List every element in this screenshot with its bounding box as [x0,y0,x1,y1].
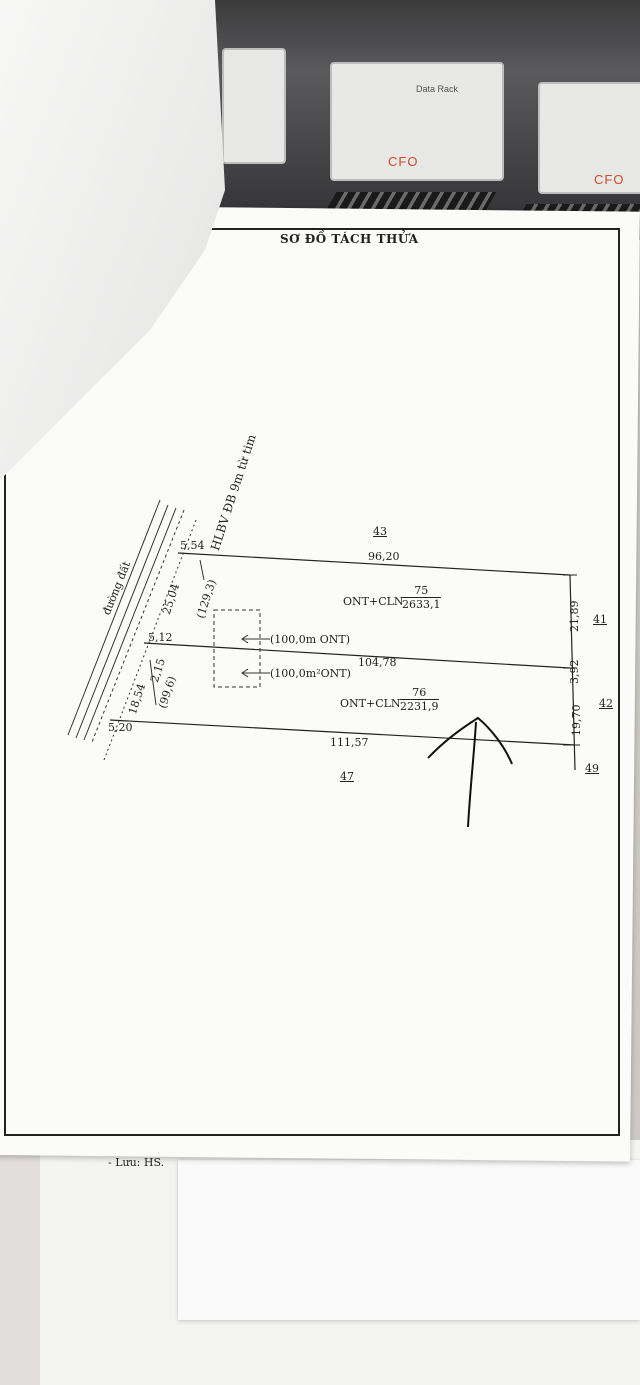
page-title: SƠ ĐỒ TÁCH THỬA [280,232,419,246]
parcel-75-number: 75 [402,584,441,598]
dimension-left-middle: 5,12 [148,631,173,644]
neighbor-parcel-top: 43 [373,525,387,538]
parcel-76-fraction: 76 2231,9 [400,686,439,713]
neighbor-parcel-right: 41 [593,613,607,626]
device-sub-label: Data Rack [416,84,459,94]
ont-callout: (100,0m ONT) [270,633,350,646]
dimension-bottom-edge: 111,57 [330,736,369,749]
dimension-middle-edge: 104,78 [358,656,397,669]
paper-sheet [178,1160,640,1320]
parcel-76-number: 76 [400,686,439,700]
ont-callout: (100,0m²ONT) [270,667,351,680]
parcel-76-land-use: ONT+CLN [340,697,401,710]
device-data-rack: Data Rack CFO [330,62,504,181]
neighbor-parcel-right: 42 [599,697,613,710]
device-brand: CFO [388,154,419,169]
parcel-75-land-use: ONT+CLN [343,595,404,608]
dimension-right-lower: 19,70 [570,704,583,737]
dimension-top-edge: 96,20 [368,550,400,563]
device-right: CFO [538,82,640,194]
parcel-76-area: 2231,9 [400,700,439,713]
device-brand: CFO [594,172,625,187]
dimension-left-top: 5,54 [180,539,205,552]
parcel-75-area: 2633,1 [402,598,441,611]
dimension-right-upper: 21,89 [568,600,581,633]
dimension-left-bottom: 5,20 [108,721,133,734]
device-left [222,48,286,164]
neighbor-parcel-right: 49 [585,762,599,775]
parcel-75-fraction: 75 2633,1 [402,584,441,611]
neighbor-parcel-bottom: 47 [340,770,354,783]
footer-note: - Lưu: HS. [108,1156,165,1169]
dimension-right-middle: 3,92 [568,659,581,685]
document-frame [4,228,620,1136]
paper-edge [0,1150,40,1385]
